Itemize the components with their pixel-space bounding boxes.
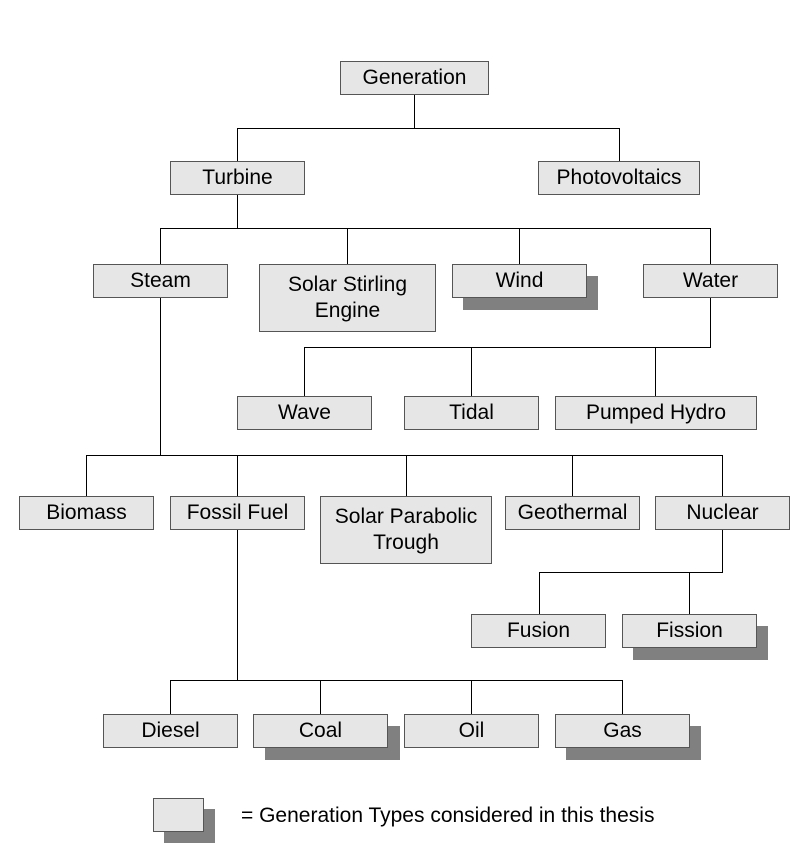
node-water: Water <box>643 264 778 298</box>
legend-swatch <box>153 798 204 832</box>
node-pumped-hydro: Pumped Hydro <box>555 396 757 430</box>
node-coal: Coal <box>253 714 388 748</box>
node-generation: Generation <box>340 61 489 95</box>
node-fusion: Fusion <box>471 614 606 648</box>
node-solar-parabolic-trough: Solar Parabolic Trough <box>320 496 492 564</box>
node-biomass: Biomass <box>19 496 154 530</box>
node-tidal: Tidal <box>404 396 539 430</box>
node-photovoltaics: Photovoltaics <box>538 161 700 195</box>
node-turbine: Turbine <box>170 161 305 195</box>
node-wind: Wind <box>452 264 587 298</box>
node-diesel: Diesel <box>103 714 238 748</box>
node-fission: Fission <box>622 614 757 648</box>
node-wave: Wave <box>237 396 372 430</box>
node-oil: Oil <box>404 714 539 748</box>
node-steam: Steam <box>93 264 228 298</box>
node-solar-stirling-engine: Solar Stirling Engine <box>259 264 436 332</box>
node-nuclear: Nuclear <box>655 496 790 530</box>
node-geothermal: Geothermal <box>505 496 640 530</box>
node-fossil-fuel: Fossil Fuel <box>170 496 305 530</box>
node-gas: Gas <box>555 714 690 748</box>
legend-text: = Generation Types considered in this th… <box>241 804 655 827</box>
